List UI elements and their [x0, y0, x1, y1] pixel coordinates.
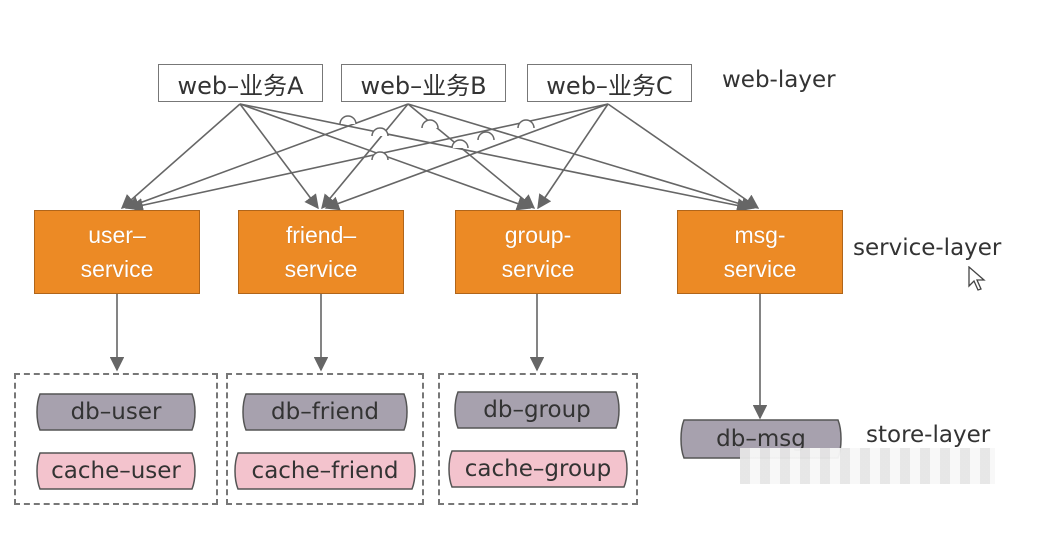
web-layer-label: web-layer [722, 67, 836, 93]
edge-webB-group [407, 103, 536, 209]
web-box-a-label: web–业务A [177, 71, 304, 100]
edge-webC-msg [607, 103, 760, 209]
edge-webC-group [537, 103, 609, 210]
line-hop [477, 131, 495, 141]
store-layer-label: store-layer [866, 422, 991, 448]
store-group-user [14, 373, 218, 505]
group-service-line2: service [501, 256, 575, 282]
mouse-cursor-icon [968, 266, 986, 291]
pixelated-overlay [740, 448, 995, 484]
cache-group-shape [448, 450, 628, 488]
edge-webB-user [124, 103, 409, 211]
db-friend-shape [242, 393, 408, 431]
store-group-friend [226, 373, 424, 505]
web-box-b: web–业务B [341, 64, 506, 102]
msg-service-box: msg- service [677, 210, 843, 294]
cache-friend-shape [234, 452, 416, 490]
db-user-shape [36, 393, 196, 431]
msg-service-line1: msg- [734, 222, 786, 248]
line-hop [371, 151, 389, 161]
web-box-c: web–业务C [527, 64, 692, 102]
user-service-box: user– service [34, 210, 200, 294]
edge-webC-friend [324, 103, 609, 211]
user-service-line1: user– [88, 222, 146, 248]
friend-service-line1: friend– [285, 222, 357, 248]
edge-webA-msg [239, 103, 752, 213]
line-hop [339, 115, 357, 125]
line-hop [517, 119, 535, 129]
store-group-group [438, 373, 638, 505]
msg-service-line2: service [723, 256, 797, 282]
db-group-shape [454, 391, 620, 429]
group-service-line1: group- [504, 222, 572, 248]
cache-user-shape [36, 452, 196, 490]
web-box-c-label: web–业务C [546, 71, 673, 100]
line-hop [421, 119, 439, 129]
friend-service-line2: service [284, 256, 358, 282]
edge-webA-user [120, 103, 241, 209]
edge-webB-friend [321, 103, 409, 210]
group-service-box: group- service [455, 210, 621, 294]
friend-service-box: friend– service [238, 210, 404, 294]
line-hop [371, 127, 389, 137]
edge-webA-friend [239, 103, 319, 210]
service-layer-label: service-layer [853, 235, 1002, 261]
web-box-b-label: web–业务B [360, 71, 487, 100]
line-hop [451, 139, 469, 149]
user-service-line2: service [80, 256, 154, 282]
web-box-a: web–业务A [158, 64, 323, 102]
edge-webB-msg [407, 103, 756, 212]
